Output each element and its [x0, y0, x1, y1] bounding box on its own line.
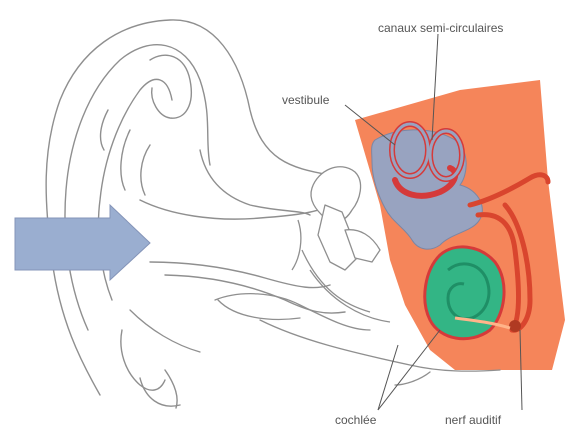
label-auditory-nerve: nerf auditif [445, 413, 502, 427]
label-cochlea: cochlée [335, 413, 377, 427]
label-semicircular-canals: canaux semi-circulaires [378, 21, 503, 35]
sound-direction-arrow [15, 205, 150, 280]
label-vestibule: vestibule [282, 93, 330, 107]
nerve-ganglion [509, 320, 521, 332]
middle-ear-ossicles [292, 167, 390, 322]
leader-line-cochlea-1 [378, 345, 398, 410]
ear-canal [140, 200, 345, 313]
leader-line-cochlea-2 [378, 330, 440, 410]
outer-ear-outline [46, 20, 330, 408]
